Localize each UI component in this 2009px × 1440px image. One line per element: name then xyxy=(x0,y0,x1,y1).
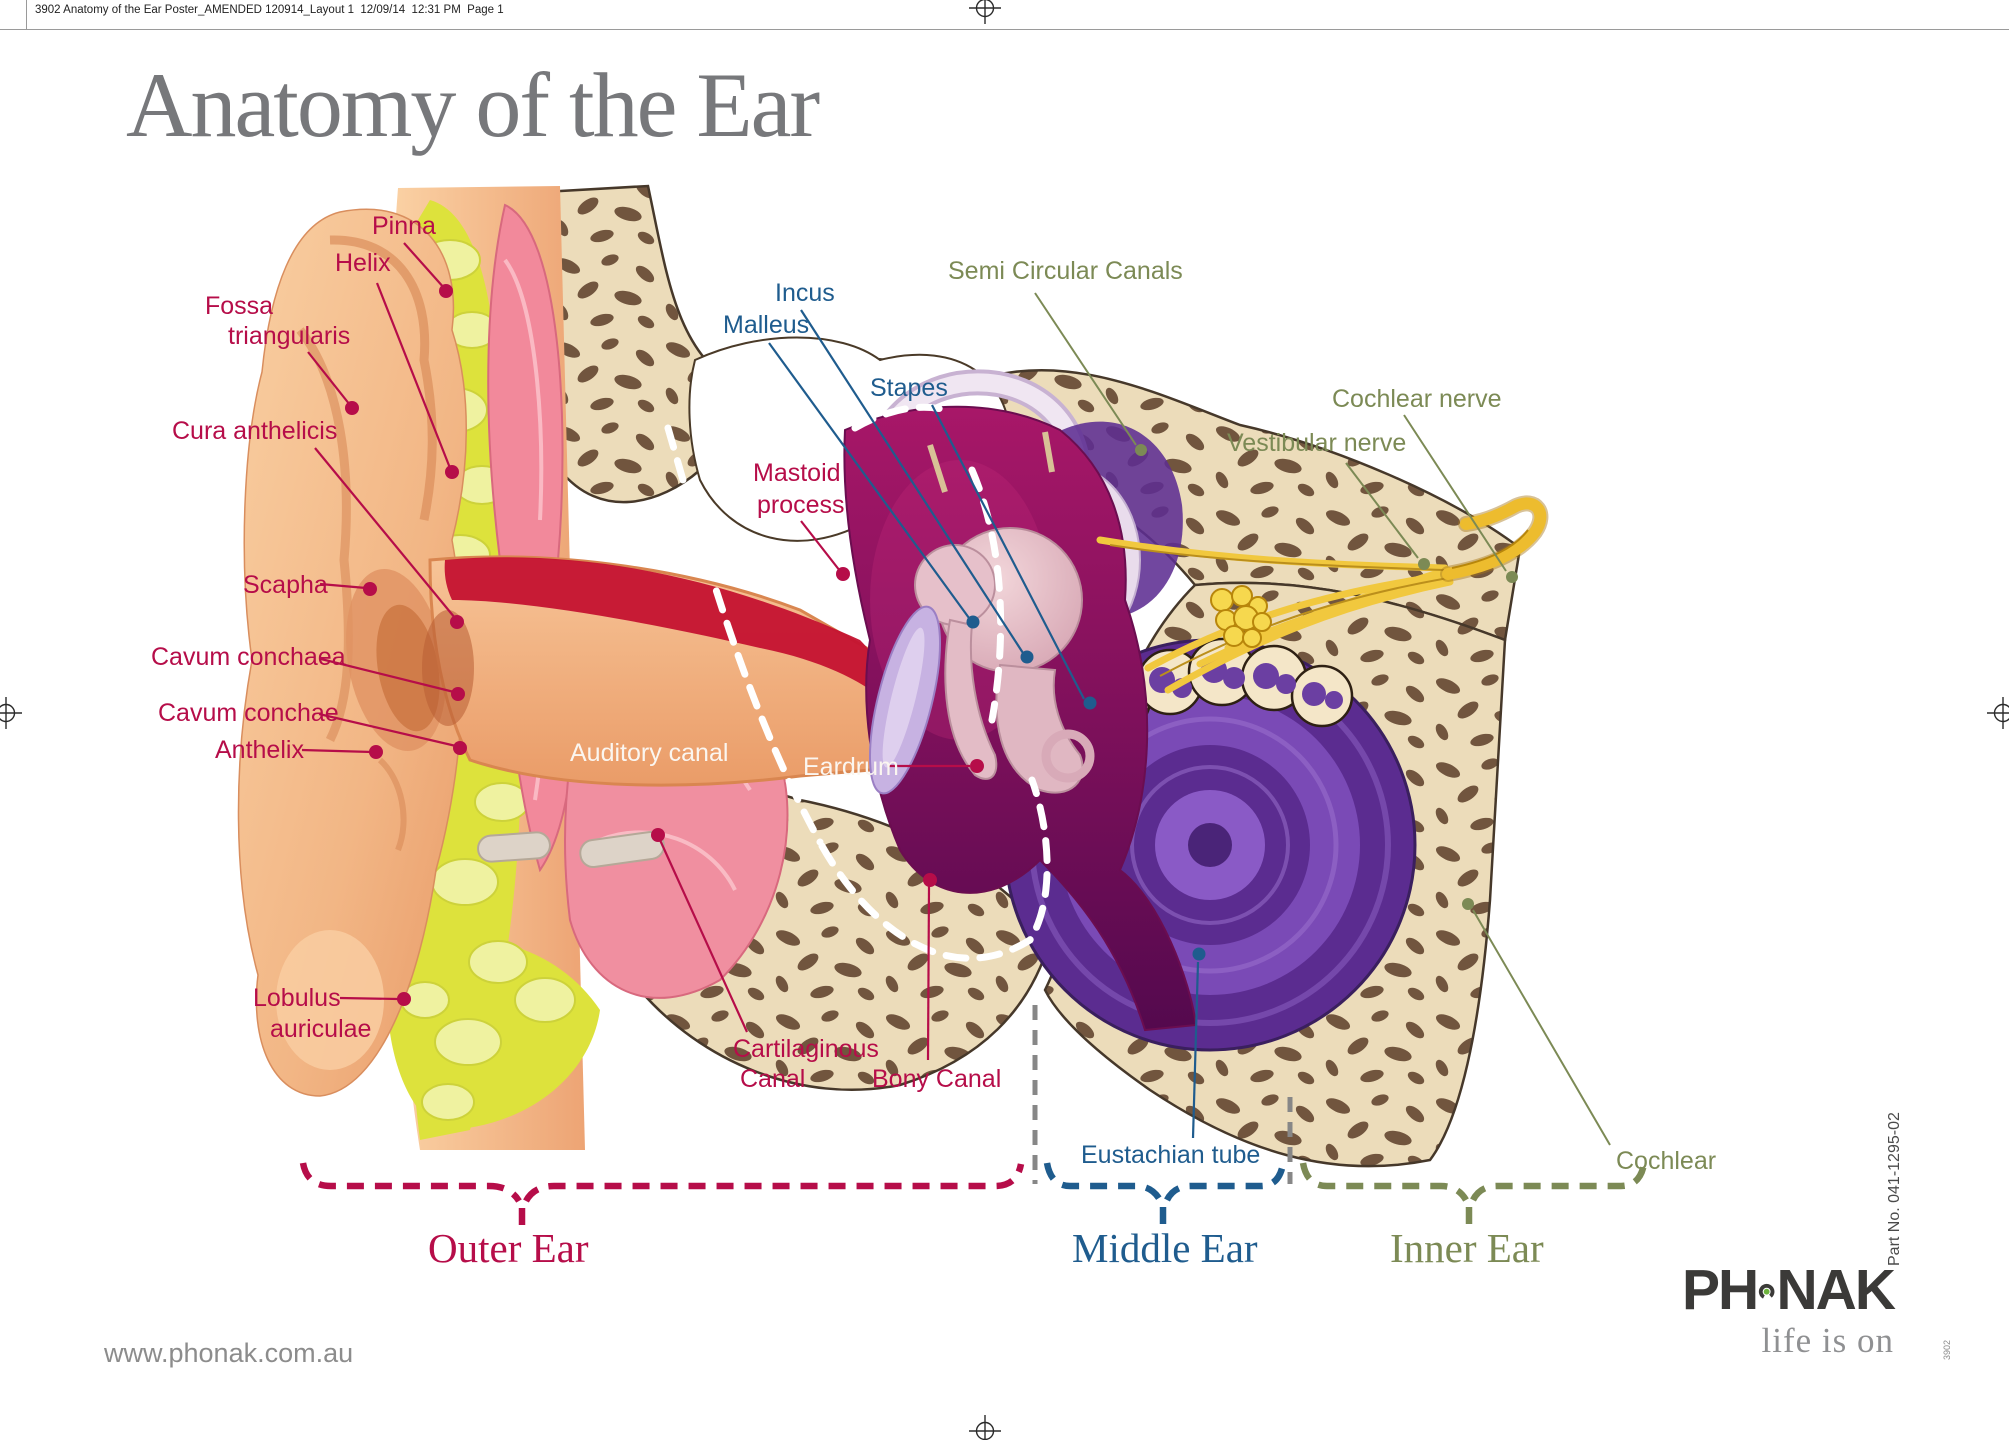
label-scapha: Scapha xyxy=(243,571,328,599)
label-mastoid-line2: process xyxy=(757,491,845,519)
label-lobulus-line1: Lobulus xyxy=(253,984,341,1012)
label-eustachian-tube: Eustachian tube xyxy=(1081,1141,1261,1169)
label-anthelix: Anthelix xyxy=(215,736,304,764)
leader-dots-middle xyxy=(966,615,1206,961)
label-cartilaginous-line2: Canal xyxy=(740,1065,806,1093)
registration-mark-bottom xyxy=(969,1415,1001,1440)
logo-tagline: life is on xyxy=(1761,1321,1894,1360)
section-outer-ear: Outer Ear xyxy=(428,1225,589,1271)
print-header-text: 3902 Anatomy of the Ear Poster_AMENDED 1… xyxy=(35,4,504,16)
logo-text-pre: PH xyxy=(1682,1258,1759,1322)
spiral-ganglion xyxy=(1210,585,1272,648)
label-fossa-line2: triangularis xyxy=(228,322,351,350)
label-cartilaginous-line1: Cartilaginous xyxy=(733,1035,879,1063)
leader-lines-outer xyxy=(301,242,970,1061)
section-middle-ear: Middle Ear xyxy=(1072,1225,1258,1271)
part-number: Part No. 041-1295-02 xyxy=(1886,1112,1903,1266)
label-pinna: Pinna xyxy=(372,212,436,240)
leader-dots-outer xyxy=(345,284,984,1006)
label-semi-circular-canals: Semi Circular Canals xyxy=(948,257,1183,285)
auditory-nerve-fibers xyxy=(1096,495,1549,694)
label-eardrum: Eardrum xyxy=(803,753,899,781)
ossicles xyxy=(914,527,1095,794)
label-helix: Helix xyxy=(335,249,391,277)
middle-ear-dashed-outline xyxy=(664,403,1051,962)
label-bony-canal: Bony Canal xyxy=(872,1065,1002,1093)
pinna-outer-ear xyxy=(237,208,467,1097)
phonak-logo: PH NAK life is on xyxy=(1682,1258,1896,1361)
label-cochlear: Cochlear xyxy=(1616,1147,1717,1175)
label-stapes: Stapes xyxy=(870,374,948,402)
registration-mark-right xyxy=(1987,697,2009,729)
leader-dots-inner xyxy=(1135,444,1518,910)
outer-ear-brace xyxy=(299,1162,1025,1227)
eardrum-membrane xyxy=(868,605,942,795)
label-cura-anthelicis: Cura anthelicis xyxy=(172,417,338,445)
inner-ear-brace xyxy=(1299,1162,1648,1226)
registration-mark-top xyxy=(969,0,1001,24)
registration-mark-left xyxy=(0,697,22,729)
label-malleus: Malleus xyxy=(723,311,810,339)
leader-lines-inner xyxy=(1034,292,1611,1146)
label-auditory-canal: Auditory canal xyxy=(570,739,729,767)
label-fossa-line1: Fossa xyxy=(205,292,274,320)
print-proof-header: 3902 Anatomy of the Ear Poster_AMENDED 1… xyxy=(0,0,2009,30)
label-cavum-conchaea: Cavum conchaea xyxy=(151,643,346,671)
middle-ear-brace xyxy=(1043,1162,1287,1226)
label-cavum-conchae: Cavum conchae xyxy=(158,699,339,727)
leader-lines-middle xyxy=(768,309,1200,1139)
phonak-o-icon xyxy=(1759,1283,1775,1299)
website-url: www.phonak.com.au xyxy=(104,1338,354,1368)
header-rule xyxy=(0,29,2009,30)
label-cochlear-nerve: Cochlear nerve xyxy=(1332,385,1502,413)
label-incus: Incus xyxy=(775,279,835,307)
section-divider-dashes xyxy=(1032,1005,1293,1184)
section-inner-ear: Inner Ear xyxy=(1390,1225,1544,1271)
logo-text-post: NAK xyxy=(1776,1258,1896,1322)
phonak-wordmark: PH NAK xyxy=(1682,1258,1896,1322)
header-divider-vertical xyxy=(26,0,27,29)
label-mastoid-line1: Mastoid xyxy=(753,459,841,487)
label-vestibular-nerve: Vestibular nerve xyxy=(1227,429,1407,457)
page-title: Anatomy of the Ear xyxy=(126,54,820,156)
job-number: 3902 xyxy=(1942,1339,1952,1360)
label-lobulus-line2: auriculae xyxy=(270,1015,372,1043)
